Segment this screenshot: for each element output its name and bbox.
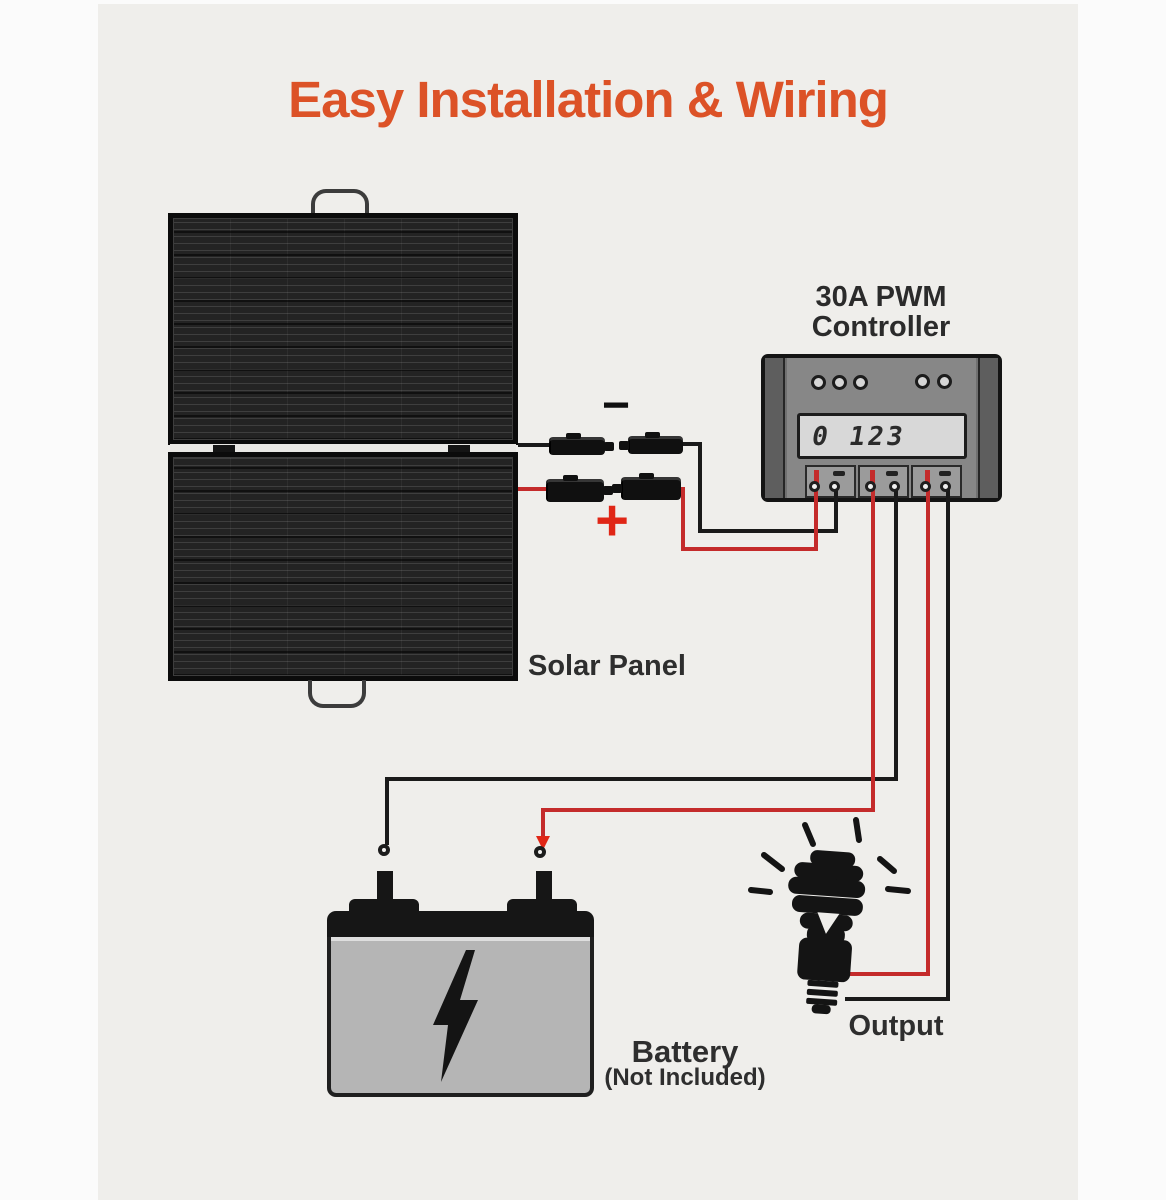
load-terminal-icon	[939, 471, 951, 476]
battery-label: Battery	[631, 1034, 739, 1069]
plus-symbol: +	[595, 488, 629, 553]
indicator-light	[853, 375, 868, 390]
panel-top-handle-icon	[311, 189, 369, 217]
terminal-wire-stub	[870, 470, 875, 488]
screw-terminal-battery-pos	[865, 481, 876, 492]
battery-top-band	[327, 911, 594, 939]
page-title: Easy Installation & Wiring	[288, 71, 889, 128]
panel-bottom-handle-icon	[308, 680, 366, 708]
positive-ring-terminal-icon	[534, 846, 546, 858]
terminal-group-battery	[858, 465, 909, 498]
terminal-wire-stub	[925, 470, 930, 488]
screw-terminal-battery-neg	[889, 481, 900, 492]
controller-right-flange	[978, 358, 998, 498]
minus-symbol: −	[601, 379, 631, 432]
mc4-connector-positive-panel-icon	[546, 475, 613, 502]
mc4-connector-positive-line-icon	[612, 473, 681, 500]
indicator-light	[937, 374, 952, 389]
lightning-bolt-icon	[433, 950, 478, 1082]
charge-controller: 0 123	[761, 354, 1002, 502]
controller-label-line2: Controller	[811, 311, 951, 343]
battery-terminal-icon	[886, 471, 898, 476]
battery-note-label: (Not Included)	[604, 1064, 766, 1091]
lcd-display: 0 123	[797, 413, 967, 459]
indicator-light	[915, 374, 930, 389]
panel-fold-line	[170, 444, 516, 453]
screw-terminal-solar-pos	[809, 481, 820, 492]
negative-ring-terminal-icon	[378, 844, 390, 856]
light-bulb-icon	[748, 817, 911, 1015]
battery-negative-post	[377, 871, 393, 905]
panel-lower-half	[168, 452, 518, 681]
solar-panel-label: Solar Panel	[528, 650, 686, 682]
solar-panel-icon	[168, 189, 518, 708]
mc4-connector-negative-panel-icon	[549, 433, 614, 455]
controller-left-flange	[765, 358, 785, 498]
terminal-group-load	[911, 465, 962, 498]
screw-terminal-load-neg	[940, 481, 951, 492]
mc4-connector-negative-line-icon	[619, 432, 683, 454]
lcd-reading: 0 123	[809, 422, 908, 452]
solar-terminal-icon	[833, 471, 845, 476]
panel-hinge-right	[448, 445, 470, 452]
panel-hinge-left	[213, 445, 235, 452]
screw-terminal-load-pos	[920, 481, 931, 492]
panel-upper-half	[168, 213, 518, 445]
controller-label-line1: 30A PWM	[815, 281, 947, 313]
indicator-light	[832, 375, 847, 390]
indicator-light	[811, 375, 826, 390]
controller-label: 30A PWM Controller	[770, 282, 992, 342]
output-label: Output	[848, 1010, 944, 1042]
screw-terminal-solar-neg	[829, 481, 840, 492]
battery-positive-post	[536, 871, 552, 905]
